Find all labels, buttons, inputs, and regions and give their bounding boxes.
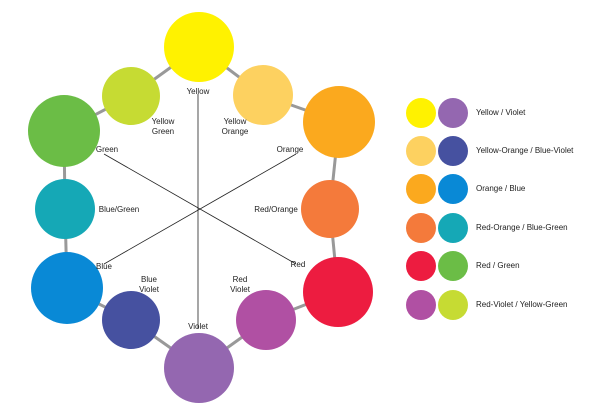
color-label-blue: Blue [96, 262, 113, 271]
color-label-red: Red [291, 260, 306, 269]
legend-row: Yellow / Violet [406, 98, 596, 128]
color-label-red-orange: Red/Orange [254, 205, 298, 214]
color-circle-blue-violet [102, 291, 160, 349]
legend-swatch-complement [438, 98, 468, 128]
color-circle-violet [164, 333, 234, 403]
color-circle-orange [303, 86, 375, 158]
legend-row: Red / Green [406, 251, 596, 281]
legend-label: Orange / Blue [476, 184, 526, 193]
color-label-orange: Orange [277, 145, 304, 154]
color-label-blue-green: Blue/Green [99, 205, 139, 214]
color-circle-blue-green [35, 179, 95, 239]
legend-swatch-primary [406, 251, 436, 281]
color-label-yellow-orange: Orange [222, 127, 249, 136]
legend-swatch-complement [438, 213, 468, 243]
legend-swatch-complement [438, 251, 468, 281]
color-label-red-violet: Violet [230, 285, 251, 294]
legend-swatch-complement [438, 136, 468, 166]
legend-swatch-primary [406, 213, 436, 243]
color-label-yellow: Yellow [187, 87, 210, 96]
legend-label: Red / Green [476, 261, 520, 270]
legend-label: Red-Violet / Yellow-Green [476, 300, 568, 309]
color-circle-red-orange [301, 180, 359, 238]
color-circle-red [303, 257, 373, 327]
color-circle-blue [31, 252, 103, 324]
color-wheel: YellowYellowOrangeOrangeRed/OrangeRedRed… [28, 12, 375, 403]
legend-label: Yellow / Violet [476, 108, 526, 117]
color-label-yellow-orange: Yellow [224, 117, 247, 126]
color-label-yellow-green: Green [152, 127, 174, 136]
wheel-spoke [103, 153, 297, 265]
legend-swatch-complement [438, 174, 468, 204]
legend-swatch-primary [406, 174, 436, 204]
legend-swatch-complement [438, 290, 468, 320]
legend-swatch-primary [406, 136, 436, 166]
color-circle-yellow-green [102, 67, 160, 125]
color-label-blue-violet: Blue [141, 275, 158, 284]
color-label-violet: Violet [188, 322, 209, 331]
legend-swatch-primary [406, 98, 436, 128]
color-label-yellow-green: Yellow [152, 117, 175, 126]
legend-row: Orange / Blue [406, 174, 596, 204]
legend-swatch-primary [406, 290, 436, 320]
legend-row: Yellow-Orange / Blue-Violet [406, 136, 596, 166]
color-label-green: Green [96, 145, 118, 154]
color-circle-yellow-orange [233, 65, 293, 125]
color-circle-green [28, 95, 100, 167]
color-circle-yellow [164, 12, 234, 82]
legend-label: Red-Orange / Blue-Green [476, 223, 568, 232]
legend-label: Yellow-Orange / Blue-Violet [476, 146, 574, 155]
color-label-red-violet: Red [233, 275, 248, 284]
legend-row: Red-Orange / Blue-Green [406, 213, 596, 243]
color-label-blue-violet: Violet [139, 285, 160, 294]
color-circle-red-violet [236, 290, 296, 350]
legend-row: Red-Violet / Yellow-Green [406, 290, 596, 320]
